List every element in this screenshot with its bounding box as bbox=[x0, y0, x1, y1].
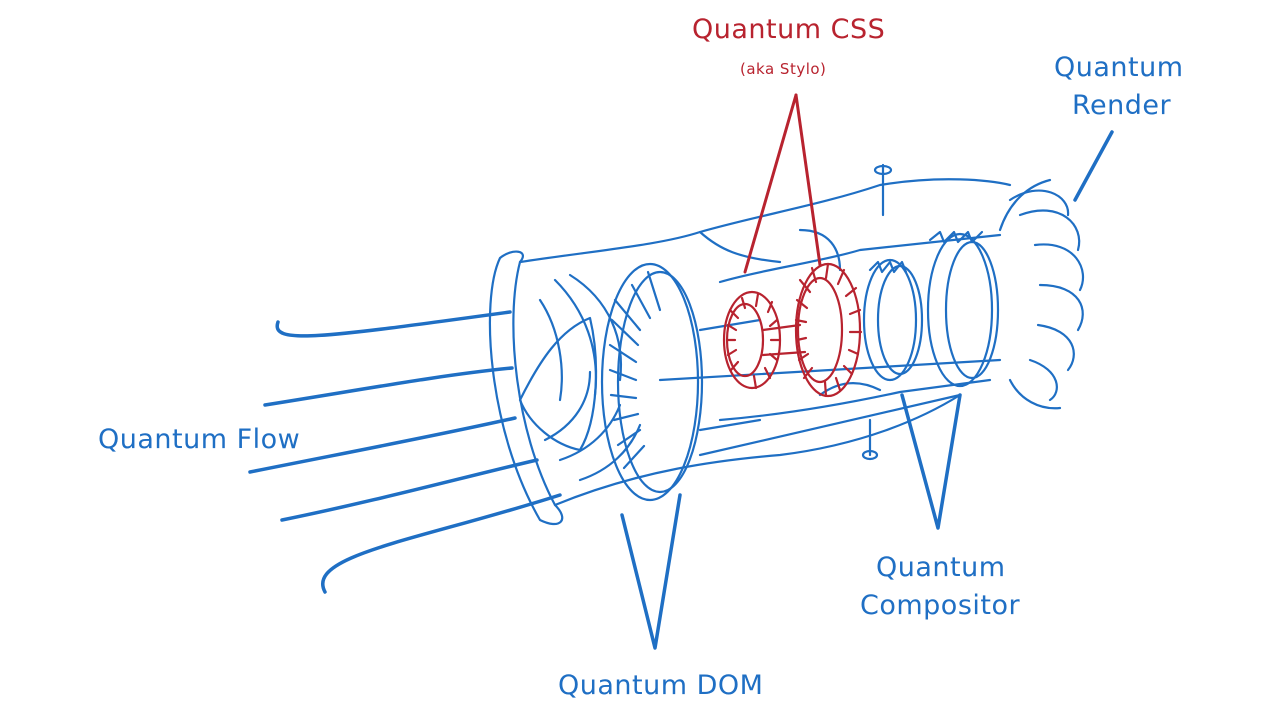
jet-engine-icon bbox=[488, 163, 1085, 526]
quantum-css-component bbox=[722, 262, 863, 398]
quantum-compositor-label-line2: Compositor bbox=[860, 590, 1021, 621]
quantum-dom-label: Quantum DOM bbox=[558, 670, 764, 701]
quantum-compositor-label-line1: Quantum bbox=[876, 552, 1006, 583]
quantum-dom-pointer bbox=[620, 493, 682, 650]
quantum-render-label-line1: Quantum bbox=[1054, 52, 1184, 83]
quantum-compositor-pointer bbox=[900, 393, 962, 530]
quantum-css-pointer bbox=[743, 93, 822, 274]
quantum-flow-label: Quantum Flow bbox=[98, 424, 301, 455]
quantum-render-pointer bbox=[1073, 130, 1114, 202]
quantum-css-label: Quantum CSS bbox=[692, 14, 886, 45]
aka-stylo-label: (aka Stylo) bbox=[740, 60, 827, 78]
quantum-render-label-line2: Render bbox=[1072, 90, 1172, 121]
quantum-flow-arrows bbox=[248, 310, 562, 594]
